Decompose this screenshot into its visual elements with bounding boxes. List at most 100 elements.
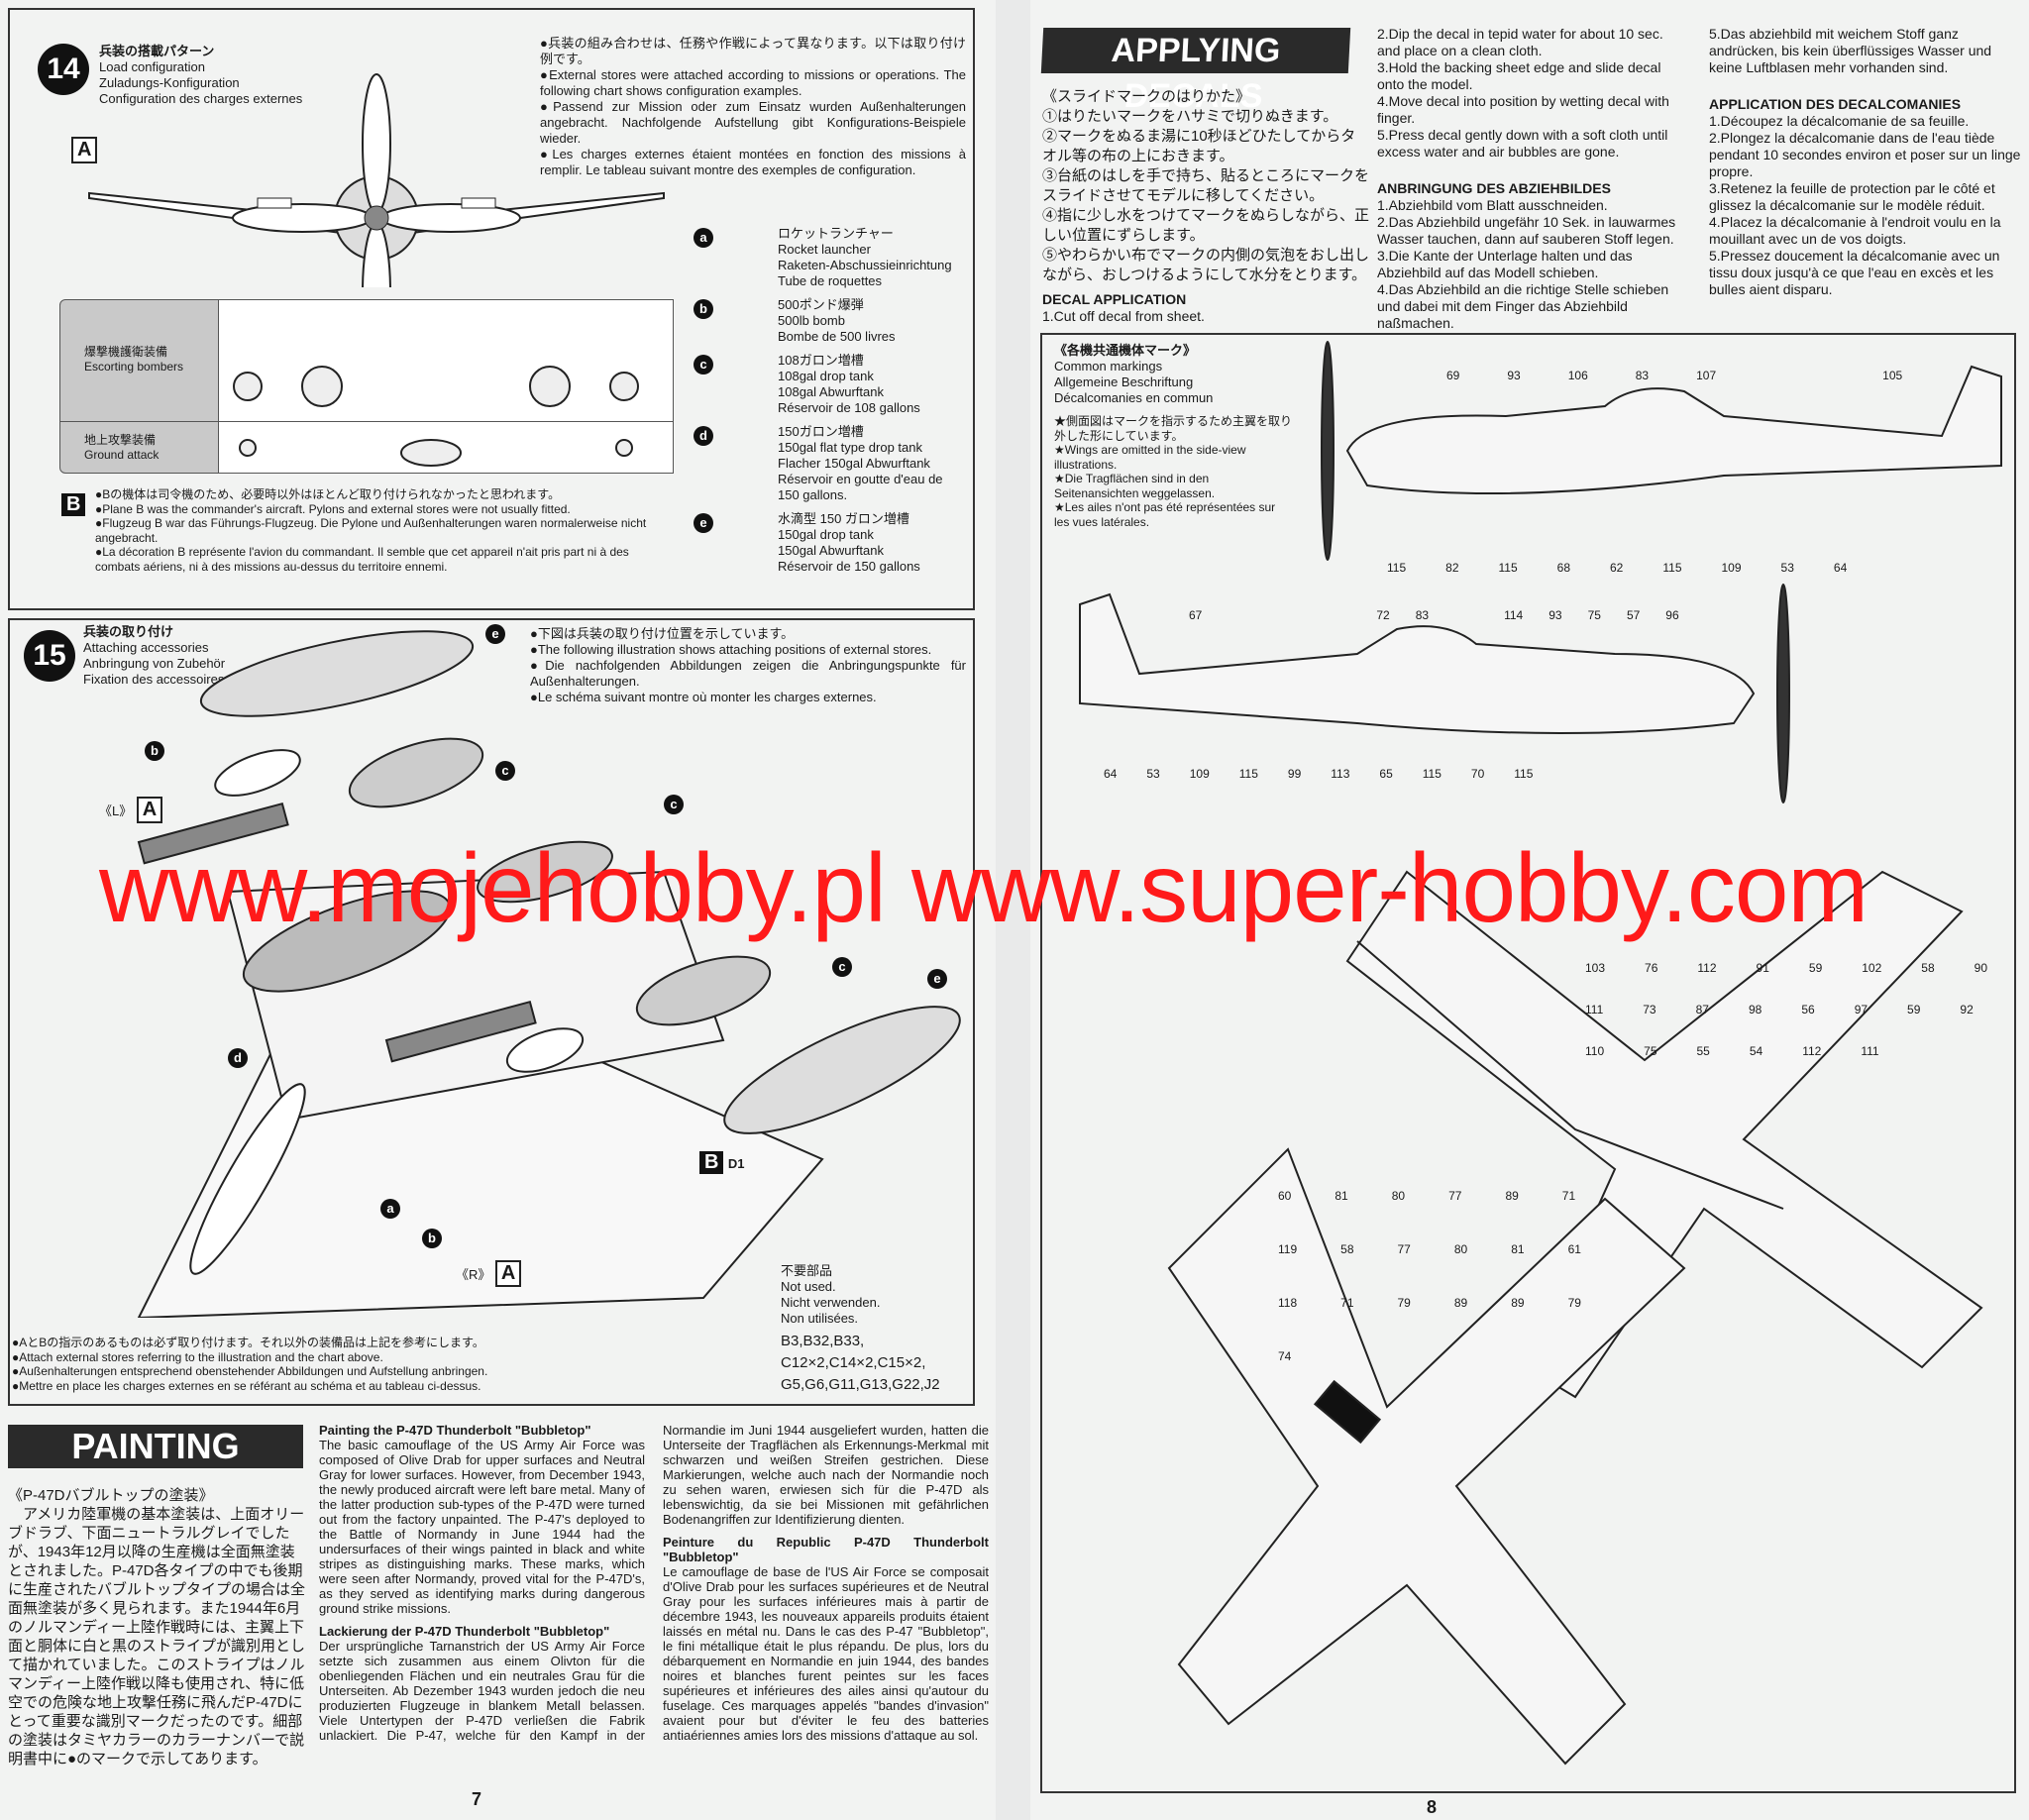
decal-number: 64 bbox=[1833, 561, 1848, 575]
decal-number: 62 bbox=[1610, 561, 1624, 575]
top-view-aircraft bbox=[1345, 870, 1983, 1399]
decal-number: 59 bbox=[1907, 1003, 1921, 1017]
decal-number: 68 bbox=[1556, 561, 1570, 575]
side-view-2-aircraft bbox=[1079, 584, 1790, 803]
decal-number: 115 bbox=[1498, 561, 1518, 575]
decal-number: 54 bbox=[1749, 1044, 1763, 1058]
painting-jp: 《P-47Dバブルトップの塗装》 アメリカ陸軍機の基本塗装は、上面オリーブドラブ… bbox=[8, 1487, 306, 1767]
decal-number: 75 bbox=[1644, 1044, 1657, 1058]
callout-d: d bbox=[228, 1048, 248, 1068]
step-14-note: ●兵装の組み合わせは、任務や作戦によって異なります。以下は取り付け例です。 ●E… bbox=[540, 36, 966, 177]
decal-number: 70 bbox=[1470, 767, 1485, 781]
decal-number: 115 bbox=[1662, 561, 1682, 575]
decals-de-fr: 5.Das abziehbild mit weichem Stoff ganz … bbox=[1709, 26, 2021, 297]
decal-number: 55 bbox=[1696, 1044, 1710, 1058]
decal-number: 67 bbox=[1189, 608, 1203, 622]
painting-fr-title: Peinture du Republic P-47D Thunderbolt "… bbox=[663, 1535, 989, 1564]
applying-decals-banner: APPLYING DECALS bbox=[1040, 28, 1351, 115]
decal-number: 56 bbox=[1801, 1003, 1815, 1017]
decal-number: 73 bbox=[1643, 1003, 1656, 1017]
decal-number: 113 bbox=[1331, 767, 1350, 781]
decal-number: 57 bbox=[1626, 608, 1641, 622]
decal-number: 115 bbox=[1514, 767, 1534, 781]
plane-b-label: B bbox=[61, 493, 86, 516]
decal-number: 89 bbox=[1505, 1189, 1519, 1203]
callout-c-2: c bbox=[664, 795, 684, 814]
decal-number: 58 bbox=[1921, 961, 1935, 975]
step-15-number: 15 bbox=[24, 630, 75, 682]
decal-number: 71 bbox=[1340, 1296, 1354, 1310]
step-14-title: 兵装の搭載パターン Load configuration Zuladungs-K… bbox=[99, 44, 303, 106]
side-view-1-aircraft bbox=[1321, 341, 2002, 561]
decal-number: 107 bbox=[1696, 369, 1717, 382]
decal-number: 64 bbox=[1104, 767, 1118, 781]
decal-number: 114 bbox=[1504, 608, 1524, 622]
callout-b: b bbox=[145, 741, 164, 761]
view-a-label: A bbox=[71, 137, 98, 163]
decal-number: 102 bbox=[1862, 961, 1882, 975]
decal-number: 112 bbox=[1697, 961, 1717, 975]
decal-number: 115 bbox=[1238, 767, 1258, 781]
decals-en-de: 2.Dip the decal in tepid water for about… bbox=[1377, 26, 1676, 331]
page-number-7: 7 bbox=[472, 1789, 482, 1809]
decal-number: 92 bbox=[1960, 1003, 1974, 1017]
decal-number: 59 bbox=[1808, 961, 1823, 975]
page-number-8: 8 bbox=[1427, 1797, 1438, 1817]
painting-columns: Painting the P-47D Thunderbolt "Bubbleto… bbox=[319, 1423, 989, 1743]
decal-number: 103 bbox=[1585, 961, 1606, 975]
decal-number: 91 bbox=[1756, 961, 1769, 975]
right-page: APPLYING DECALS 《スライドマークのはりかた》 ①はりたいマークを… bbox=[1030, 0, 2029, 1820]
step-14-panel bbox=[8, 8, 975, 610]
decal-number: 79 bbox=[1567, 1296, 1581, 1310]
watermark-text: www.mojehobby.pl www.super-hobby.com bbox=[99, 833, 1869, 942]
front-view-aircraft-drawing bbox=[88, 73, 665, 287]
callout-e-2: e bbox=[927, 969, 947, 989]
step-15-panel bbox=[8, 618, 975, 1406]
decal-number: 53 bbox=[1146, 767, 1160, 781]
decal-number: 112 bbox=[1802, 1044, 1822, 1058]
decal-number: 83 bbox=[1635, 369, 1650, 382]
bottom-view-aircraft bbox=[1167, 1147, 1686, 1766]
step-14-number: 14 bbox=[38, 44, 89, 95]
decal-number: 115 bbox=[1387, 561, 1407, 575]
painting-en-body: The basic camouflage of the US Army Air … bbox=[319, 1438, 645, 1616]
left-page: 14 兵装の搭載パターン Load configuration Zuladung… bbox=[0, 0, 996, 1820]
b-d1-label: B D1 bbox=[699, 1151, 745, 1174]
callout-c: c bbox=[495, 761, 515, 781]
decal-number: 99 bbox=[1287, 767, 1302, 781]
chart-store-icons bbox=[233, 366, 639, 467]
decal-number: 82 bbox=[1445, 561, 1459, 575]
decal-number: 80 bbox=[1391, 1189, 1406, 1203]
decal-number: 106 bbox=[1567, 369, 1588, 382]
painting-de-title: Lackierung der P-47D Thunderbolt "Bubble… bbox=[319, 1624, 610, 1639]
callout-b-2: b bbox=[422, 1229, 442, 1248]
decal-number: 65 bbox=[1379, 767, 1393, 781]
decal-number: 89 bbox=[1511, 1296, 1525, 1310]
decals-jp: 《スライドマークのはりかた》 ①はりたいマークをハサミで切りぬきます。②マークを… bbox=[1042, 88, 1370, 324]
decal-number: 81 bbox=[1335, 1189, 1348, 1203]
decal-number: 74 bbox=[1278, 1349, 1292, 1363]
decal-number: 109 bbox=[1189, 767, 1210, 781]
decal-number: 109 bbox=[1721, 561, 1742, 575]
decal-number: 83 bbox=[1415, 608, 1430, 622]
decal-number: 97 bbox=[1854, 1003, 1869, 1017]
decal-number: 111 bbox=[1585, 1003, 1604, 1017]
right-side-label: 《R》 A bbox=[456, 1260, 522, 1287]
decal-number: 60 bbox=[1278, 1189, 1292, 1203]
decal-number: 89 bbox=[1453, 1296, 1468, 1310]
step-15-footnote: ●AとBの指示のあるものは必ず取り付けます。それ以外の装備品は上記を参考にします… bbox=[12, 1336, 488, 1393]
attachment-exploded-drawing bbox=[137, 630, 961, 1318]
decal-number: 80 bbox=[1453, 1242, 1468, 1256]
decal-number: 72 bbox=[1376, 608, 1390, 622]
decal-number: 93 bbox=[1507, 369, 1521, 382]
decal-number: 105 bbox=[1882, 369, 1903, 382]
